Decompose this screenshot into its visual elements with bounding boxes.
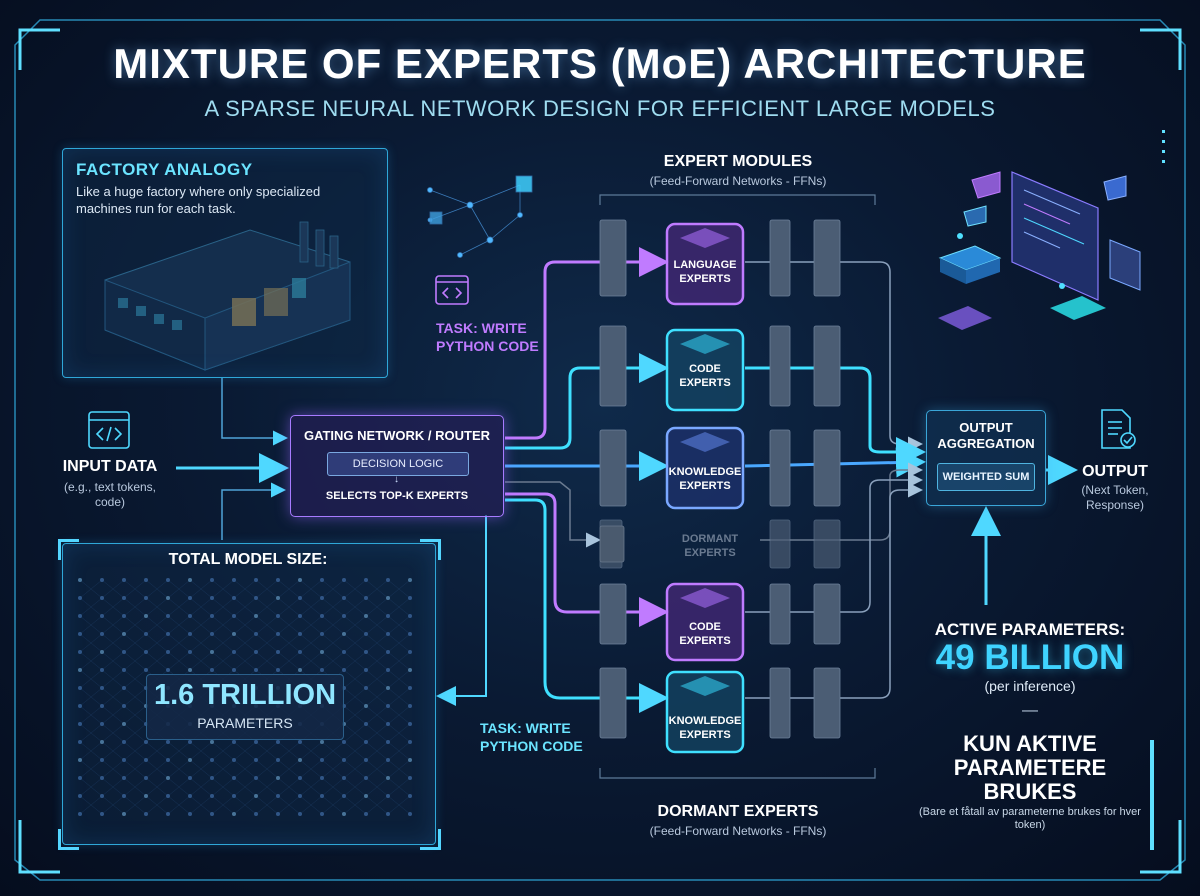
kun-aktive-heading: KUN AKTIVE PARAMETERE BRUKES <box>953 731 1107 804</box>
task-bottom-1: TASK: WRITE <box>480 720 571 736</box>
model-size-unit: PARAMETERS <box>197 715 293 731</box>
decision-logic: DECISION LOGIC <box>327 452 469 476</box>
router-title: GATING NETWORK / ROUTER <box>303 428 491 443</box>
route-dormant <box>505 481 601 548</box>
active-dash: — <box>1022 702 1038 719</box>
agg-wire-5 <box>745 472 923 613</box>
route-code-2 <box>505 492 669 627</box>
dormant-stack-icon <box>599 525 625 563</box>
task-top-1: TASK: WRITE <box>436 320 527 336</box>
model-size-value: 1.6 TRILLION <box>153 679 337 711</box>
input-desc-2: code) <box>94 495 126 509</box>
page-title: MIXTURE OF EXPERTS (MoE) ARCHITECTURE <box>113 40 1087 87</box>
route-code <box>505 353 669 450</box>
model-size-title: TOTAL MODEL SIZE: <box>168 551 328 568</box>
router-selects: SELECTS TOP-K EXPERTS <box>325 490 469 502</box>
size-corner-tl <box>58 539 79 560</box>
agg-wire-2 <box>745 366 926 467</box>
modules-title: EXPERT MODULES <box>663 153 813 170</box>
factory-panel <box>62 148 388 378</box>
dormant-subtitle: (Feed-Forward Networks - FFNs) <box>649 824 827 838</box>
size-corner-tr <box>420 539 441 560</box>
expert-cube-knowledge-2 <box>665 670 745 754</box>
gating-router: GATING NETWORK / ROUTER DECISION LOGIC ↓… <box>290 415 504 517</box>
size-to-router-wire <box>221 482 286 540</box>
route-language <box>505 247 669 440</box>
output-title: OUTPUT <box>1082 463 1148 480</box>
active-params-value: 49 BILLION <box>935 638 1125 677</box>
expert-cube-code <box>665 328 745 412</box>
expert-cube-language <box>665 222 745 306</box>
aggregation-title: OUTPUT AGGREGATION <box>937 420 1035 451</box>
tech-illustration <box>938 171 1141 330</box>
active-params-title: ACTIVE PARAMETERS: <box>934 620 1126 639</box>
modules-bracket-bottom <box>599 768 876 779</box>
factory-description: Like a huge factory where only specializ… <box>76 184 321 216</box>
expert-cube-code-2 <box>665 582 745 662</box>
route-knowledge-2 <box>505 498 669 713</box>
kun-aktive-note: (Bare et fåtall av parameterne brukes fo… <box>919 806 1141 831</box>
factory-title: FACTORY ANALOGY <box>76 160 253 179</box>
size-corner-bl <box>58 829 79 850</box>
output-desc-2: Response) <box>1085 498 1145 512</box>
agg-wire-6 <box>745 482 923 699</box>
code-icon-input <box>88 411 130 449</box>
modules-subtitle: (Feed-Forward Networks - FFNs) <box>649 174 827 188</box>
output-aggregation: OUTPUT AGGREGATION WEIGHTED SUM <box>926 410 1046 506</box>
server-stacks <box>599 219 841 739</box>
size-corner-br <box>420 829 441 850</box>
model-size-badge: 1.6 TRILLION PARAMETERS <box>146 674 344 740</box>
agg-wire-1 <box>745 261 923 452</box>
side-decorations <box>1150 130 1165 850</box>
output-desc-1: (Next Token, <box>1081 483 1149 497</box>
outer-frame <box>14 19 1186 881</box>
page-subtitle: A SPARSE NEURAL NETWORK DESIGN FOR EFFIC… <box>204 96 996 121</box>
input-desc-1: (e.g., text tokens, <box>63 480 157 494</box>
expert-cube-knowledge <box>665 426 745 510</box>
router-to-size-wire <box>436 515 487 706</box>
active-params-sub: (per inference) <box>984 678 1076 694</box>
code-icon-task <box>435 275 469 305</box>
decision-arrow-icon: ↓ <box>394 474 399 485</box>
weighted-sum: WEIGHTED SUM <box>937 463 1035 491</box>
modules-bracket-top <box>599 194 876 205</box>
task-bottom-2: PYTHON CODE <box>480 738 583 754</box>
frame-corners <box>18 28 1182 874</box>
document-check-icon <box>1101 409 1136 449</box>
factory-to-router-wire <box>221 378 288 446</box>
network-graph-decoration <box>427 175 533 258</box>
task-top-2: PYTHON CODE <box>436 338 539 354</box>
input-title: INPUT DATA <box>62 458 158 475</box>
dormant-title: DORMANT EXPERTS <box>657 803 819 820</box>
